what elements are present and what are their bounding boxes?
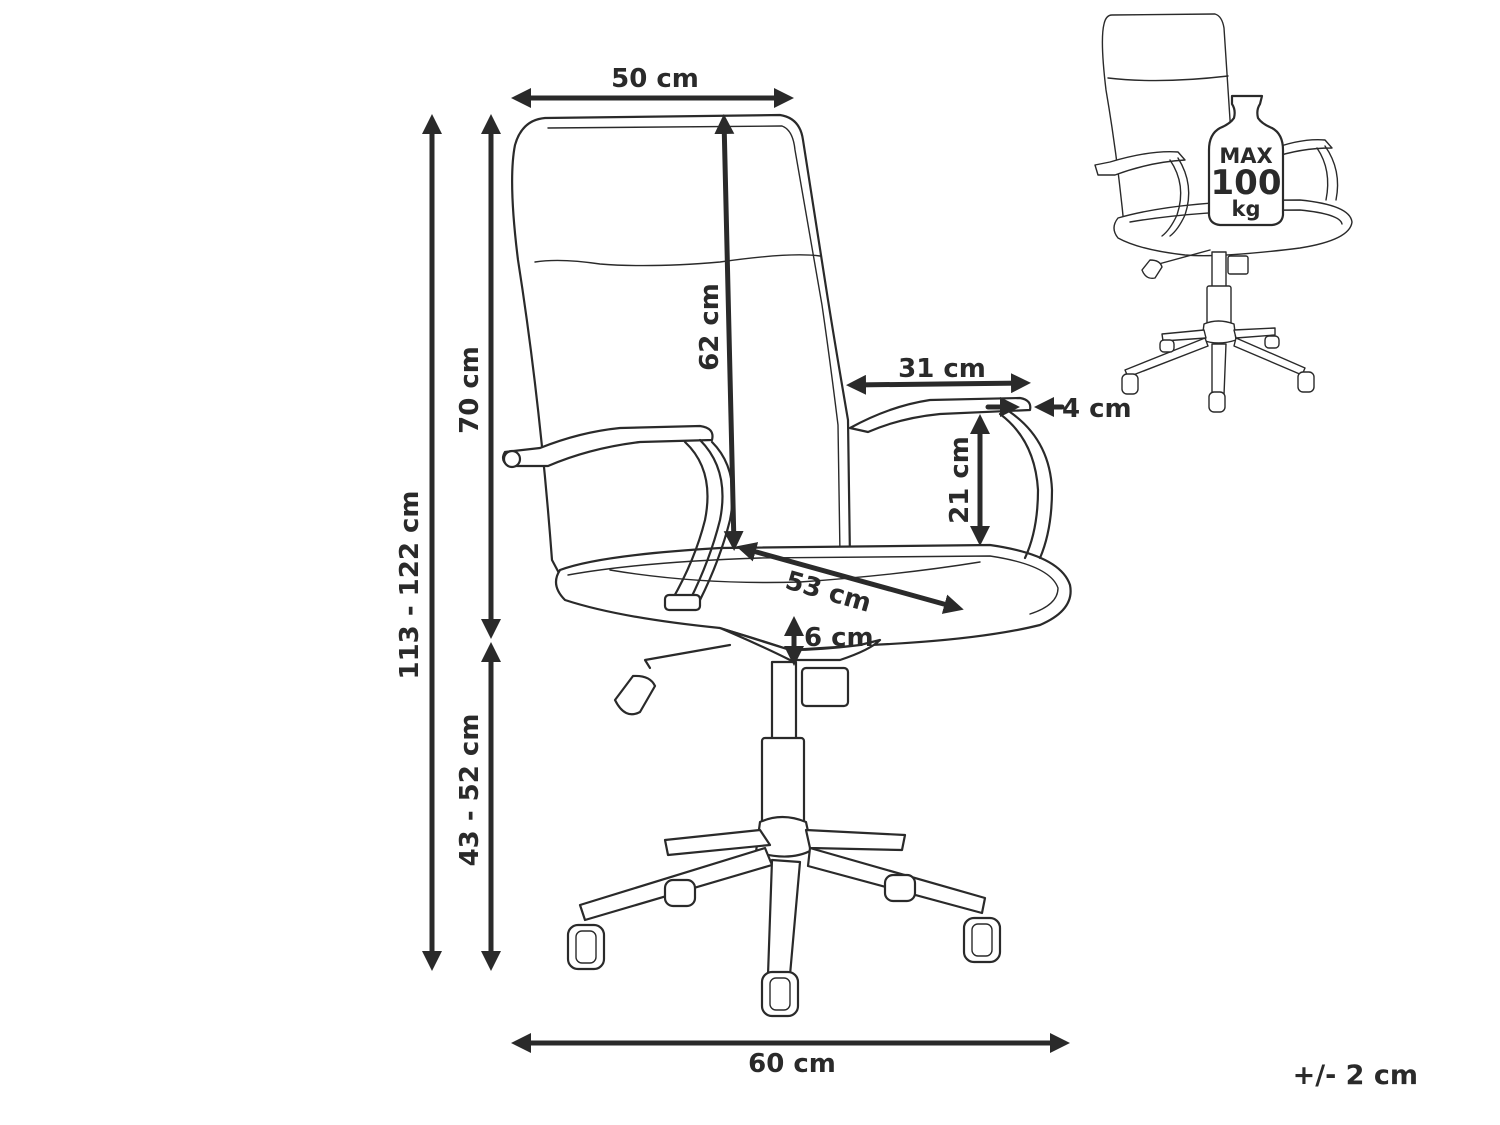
inset-caster-rf [1297,371,1315,393]
inset-base-leg-rb [1233,327,1276,339]
dimension-labels: 50 cm 113 - 122 cm 70 cm 43 - 52 cm 62 c… [395,64,1418,1091]
backrest-inner-line [547,125,841,556]
inset-caster-lf [1121,373,1139,395]
inset-caster-rb [1264,335,1280,349]
base-leg-left-back [663,828,772,857]
inset-tilt-knob [1227,255,1249,275]
gas-cylinder-lower [760,736,806,826]
base-leg-right-back [804,828,907,852]
inset-lever-handle [1141,259,1163,280]
label-armrest-height: 21 cm [945,436,975,524]
caster-right-front [962,916,1002,964]
label-backrest-inner-height: 62 cm [695,283,725,371]
inset-cylinder-lower [1206,285,1232,327]
base-leg-front [766,858,802,977]
label-total-height: 113 - 122 cm [395,491,425,680]
dim-seat-depth [736,542,964,614]
badge-value-text: 100 [1211,163,1282,203]
inset-caster-f [1208,391,1226,413]
right-armrest-pad [848,396,1032,434]
inset-right-armrest-frame [1324,145,1339,201]
caster-right-back [883,873,917,903]
seat-underside [718,626,882,662]
label-armrest-width: 4 cm [1062,394,1132,424]
inset-backrest-stitch [1107,75,1229,82]
gas-cylinder-upper [770,660,798,742]
inset-left-armrest [1094,151,1186,176]
inset-base-leg-f [1211,343,1227,396]
lever-arm [643,643,732,670]
label-backrest-width: 50 cm [611,64,699,94]
inset-left-armrest-frame-b [1161,159,1182,237]
inset-right-armrest-frame-b [1316,147,1329,201]
inset-caster-lb [1159,339,1175,353]
inset-left-armrest-frame [1169,157,1190,237]
dim-backrest-inner-height [714,114,744,551]
inset-lever-arm [1154,249,1211,266]
weight-badge: MAX 100 kg [1207,94,1285,227]
badge-max-text: MAX [1219,144,1272,168]
left-armrest-cap [502,449,522,469]
label-base-width: 60 cm [748,1049,836,1079]
inset-base-hub [1201,320,1237,344]
label-seat-thickness: 6 cm [804,623,874,653]
tolerance-note: +/- 2 cm [1293,1060,1418,1091]
left-armrest-foot [663,593,702,612]
label-backrest-height: 70 cm [455,346,485,434]
caster-left-back [663,878,697,908]
lever-handle [613,674,657,716]
tilt-knob [800,666,850,708]
dimension-lines [422,88,1070,1053]
label-armrest-length: 31 cm [898,354,986,384]
inset-load-capacity-drawing: MAX 100 kg [1094,13,1353,413]
inset-backrest [1101,13,1241,237]
right-armrest-frame-b [998,412,1040,560]
caster-front [760,970,800,1018]
backrest-stitch-line [534,254,821,267]
backrest-outline [511,113,852,577]
caster-left-front [566,923,606,971]
weight-icon [1207,94,1285,227]
left-armrest-frame-b [670,440,709,602]
badge-unit-text: kg [1232,197,1261,221]
inset-cylinder-upper [1211,251,1227,289]
right-armrest-frame-a [1008,410,1054,560]
seat-top-line [567,555,1059,615]
dim-armrest-length [846,373,1031,395]
label-seat-height: 43 - 52 cm [455,714,485,867]
chair-main-drawing [501,113,1072,1018]
